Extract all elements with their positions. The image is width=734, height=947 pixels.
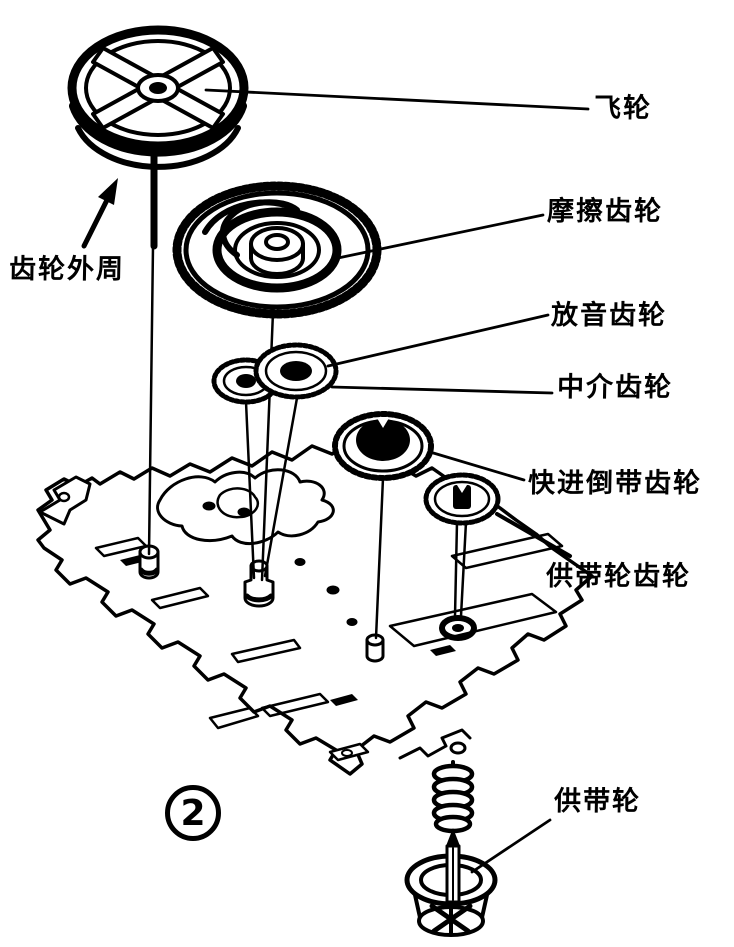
label-supply-reel-gear: 供带轮齿轮 [545,561,692,592]
label-friction-gear: 摩擦齿轮 [546,196,664,227]
supply-reel-part [404,760,498,937]
leader-playback-gear [326,313,550,368]
chassis-center-cutout [156,468,335,545]
label-intermediate-gear: 中介齿轮 [556,372,674,403]
playback-gear-part [253,342,339,400]
leader-flywheel [204,88,590,111]
chassis-plate [36,439,594,776]
gear-outer-rim-arrow [81,178,118,249]
label-playback-gear: 放音齿轮 [550,300,668,331]
friction-gear-part [172,181,382,319]
label-supply-reel: 供带轮 [553,786,642,817]
label-gear-outer-rim: 齿轮外周 [8,254,126,285]
leader-friction-gear [336,213,545,260]
flywheel-part [67,25,249,170]
figure-number-badge: 2 [165,785,221,841]
chassis-hole [57,491,71,503]
leader-supply-reel [470,818,552,874]
leader-lines [81,88,590,874]
ff-rewind-gear-part [332,411,434,481]
supply-reel-gear-part [423,472,501,526]
figure-number: 2 [180,792,206,834]
leader-supply-reel-gear [495,512,572,558]
label-flywheel: 飞轮 [593,93,653,124]
label-ff-rewind-gear: 快进倒带齿轮 [527,468,703,499]
leader-ff-rewind-gear [428,450,526,482]
leader-intermediate-gear [330,385,554,395]
supply-shaft-grommet [439,615,477,641]
ffrw-gear-post [365,633,385,663]
